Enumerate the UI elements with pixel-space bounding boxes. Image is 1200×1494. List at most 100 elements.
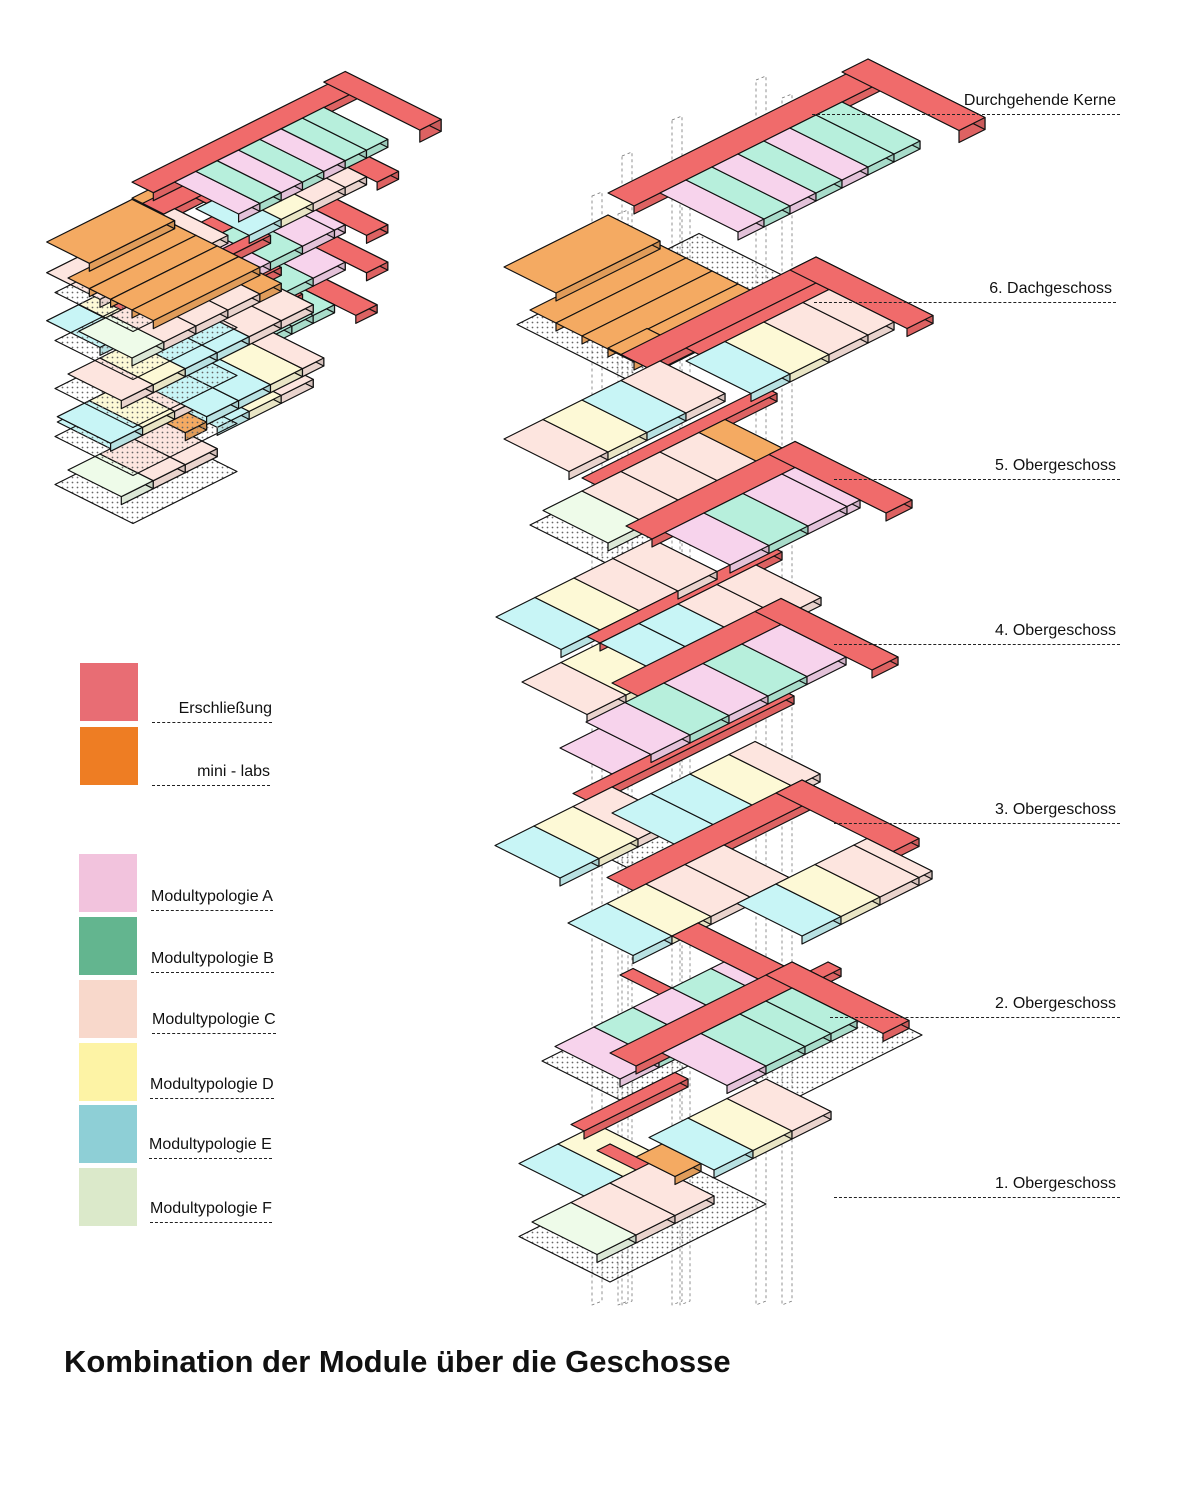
floor-6-module-12 bbox=[841, 58, 986, 144]
floor-5-module-8 bbox=[620, 360, 726, 422]
floor-5-module-8-top-face bbox=[620, 360, 726, 414]
combined-level-5 bbox=[46, 70, 442, 333]
legend-label-a: Modultypologie A bbox=[151, 888, 273, 911]
combined-level-5-module-4 bbox=[131, 256, 261, 330]
floor-3-module-15 bbox=[754, 597, 899, 679]
combined-level-5-module-4-top-face bbox=[131, 256, 261, 322]
floor-label-1: 1. Obergeschoss bbox=[834, 1175, 1120, 1198]
floor-1-module-8 bbox=[635, 1143, 702, 1186]
floor-4-module-7-top-face bbox=[612, 538, 718, 592]
floor-3-module-8 bbox=[624, 682, 730, 744]
legend-label-erschliessung: Erschließung bbox=[152, 700, 272, 723]
floor-4-module-15 bbox=[768, 440, 913, 522]
floor-6-module-13 bbox=[503, 214, 661, 302]
floor-1-module-7-top-face bbox=[609, 1162, 715, 1217]
legend-label-mini-labs: mini - labs bbox=[152, 763, 270, 786]
combined-level-5-module-13 bbox=[46, 198, 176, 272]
floor-1-module-16 bbox=[765, 987, 858, 1043]
floor-4-module-13-top-face bbox=[716, 564, 822, 618]
floor-1-module-14 bbox=[739, 1000, 832, 1056]
legend-swatch-d bbox=[79, 1043, 137, 1101]
floor-4-module-7 bbox=[612, 538, 718, 600]
combined-level-5-module-12-top-face bbox=[323, 70, 442, 131]
floor-1-module-11 bbox=[687, 1097, 793, 1160]
combined-level-5-module-13-top-face bbox=[46, 198, 176, 264]
floor-1-module-9 bbox=[648, 1117, 754, 1179]
floor-5-module-17 bbox=[802, 288, 895, 344]
floor-6-module-6 bbox=[685, 166, 791, 228]
floor-1-module-16-top-face bbox=[765, 987, 858, 1035]
floor-1-module-13 bbox=[726, 1078, 832, 1140]
floor-6-module-13-top-face bbox=[503, 214, 661, 294]
floor-5-module-1 bbox=[542, 399, 648, 461]
floor-5-module-17-top-face bbox=[802, 288, 895, 336]
floor-2-module-13 bbox=[775, 779, 920, 861]
floor-1-module-1 bbox=[531, 1201, 637, 1264]
floor-1-module-3-top-face bbox=[570, 1071, 689, 1132]
floor-5-module-12 bbox=[685, 340, 791, 403]
legend-label-d: Modultypologie D bbox=[150, 1076, 274, 1099]
floor-2-module-13-top-face bbox=[775, 779, 920, 853]
floor-4-module-16-top-face bbox=[781, 466, 861, 508]
floor-6-module-11 bbox=[815, 101, 921, 163]
floor-3-module-5 bbox=[585, 701, 691, 764]
floor-3-module-0 bbox=[494, 825, 600, 887]
legend-label-b: Modultypologie B bbox=[151, 950, 274, 973]
legend-swatch-f bbox=[79, 1168, 137, 1226]
floor-4-module-10 bbox=[664, 512, 770, 574]
core-label: Durchgehende Kerne bbox=[812, 92, 1120, 115]
floor-1-module-3 bbox=[570, 1071, 689, 1140]
floor-label-4: 4. Obergeschoss bbox=[834, 622, 1120, 645]
floor-1-module-7 bbox=[609, 1162, 715, 1225]
legend-label-e: Modultypologie E bbox=[149, 1136, 272, 1159]
floor-label-3: 3. Obergeschoss bbox=[834, 801, 1120, 824]
floor-5-module-4 bbox=[581, 379, 687, 442]
floor-1-module-12 bbox=[700, 1013, 806, 1075]
combined-level-5-module-5 bbox=[174, 170, 261, 223]
page-title: Kombination der Module über die Geschoss… bbox=[64, 1344, 731, 1379]
floor-1-module-13-top-face bbox=[726, 1078, 832, 1132]
floor-plate-3 bbox=[494, 597, 899, 887]
floor-3-module-15-top-face bbox=[754, 597, 899, 671]
floor-4-module-16 bbox=[781, 466, 861, 516]
floor-6-module-12-top-face bbox=[841, 58, 986, 132]
legend-label-f: Modultypologie F bbox=[150, 1200, 272, 1223]
core-shaft-2 bbox=[621, 151, 633, 1306]
floor-label-2: 2. Obergeschoss bbox=[830, 995, 1120, 1018]
core-shaft-6 bbox=[781, 93, 793, 1306]
floor-plate-5 bbox=[503, 256, 934, 565]
floor-6-module-10 bbox=[789, 114, 895, 176]
floor-2-module-17 bbox=[853, 837, 933, 887]
legend-swatch-a bbox=[79, 854, 137, 912]
combined-building-model bbox=[46, 70, 442, 525]
core-shaft-3 bbox=[671, 115, 683, 1306]
floor-label-5: 5. Obergeschoss bbox=[834, 457, 1120, 480]
floor-3-module-13-top-face bbox=[728, 740, 821, 788]
combined-level-5-module-7 bbox=[216, 149, 304, 202]
floor-stack bbox=[494, 58, 986, 1283]
floor-4-module-14 bbox=[742, 473, 848, 535]
floor-6-module-7 bbox=[711, 153, 817, 215]
legend-swatch-c bbox=[79, 980, 137, 1038]
legend-swatch-mini-labs bbox=[80, 727, 138, 785]
floor-5-module-16 bbox=[789, 256, 934, 338]
legend-swatch-erschliessung bbox=[80, 663, 138, 721]
legend-label-c: Modultypologie C bbox=[152, 1011, 276, 1034]
combined-level-5-module-11 bbox=[301, 106, 389, 159]
combined-level-5-module-12 bbox=[323, 70, 442, 143]
combined-level-2-module-13 bbox=[248, 330, 325, 378]
floor-2-module-16 bbox=[814, 844, 920, 906]
floor-5-module-15 bbox=[763, 301, 869, 364]
floor-5-module-3-top-face bbox=[581, 386, 778, 486]
floor-2-module-12 bbox=[736, 883, 842, 945]
legend-swatch-e bbox=[79, 1105, 137, 1163]
floor-2-module-1 bbox=[567, 902, 673, 965]
legend-swatch-b bbox=[79, 917, 137, 975]
combined-level-5-module-10 bbox=[280, 117, 368, 170]
floor-2-module-17-top-face bbox=[853, 837, 933, 879]
combined-level-5-module-11-top-face bbox=[301, 106, 389, 151]
floor-6-module-8 bbox=[737, 140, 843, 202]
floor-6-module-11-top-face bbox=[815, 101, 921, 155]
core-shaft-5 bbox=[755, 75, 767, 1306]
